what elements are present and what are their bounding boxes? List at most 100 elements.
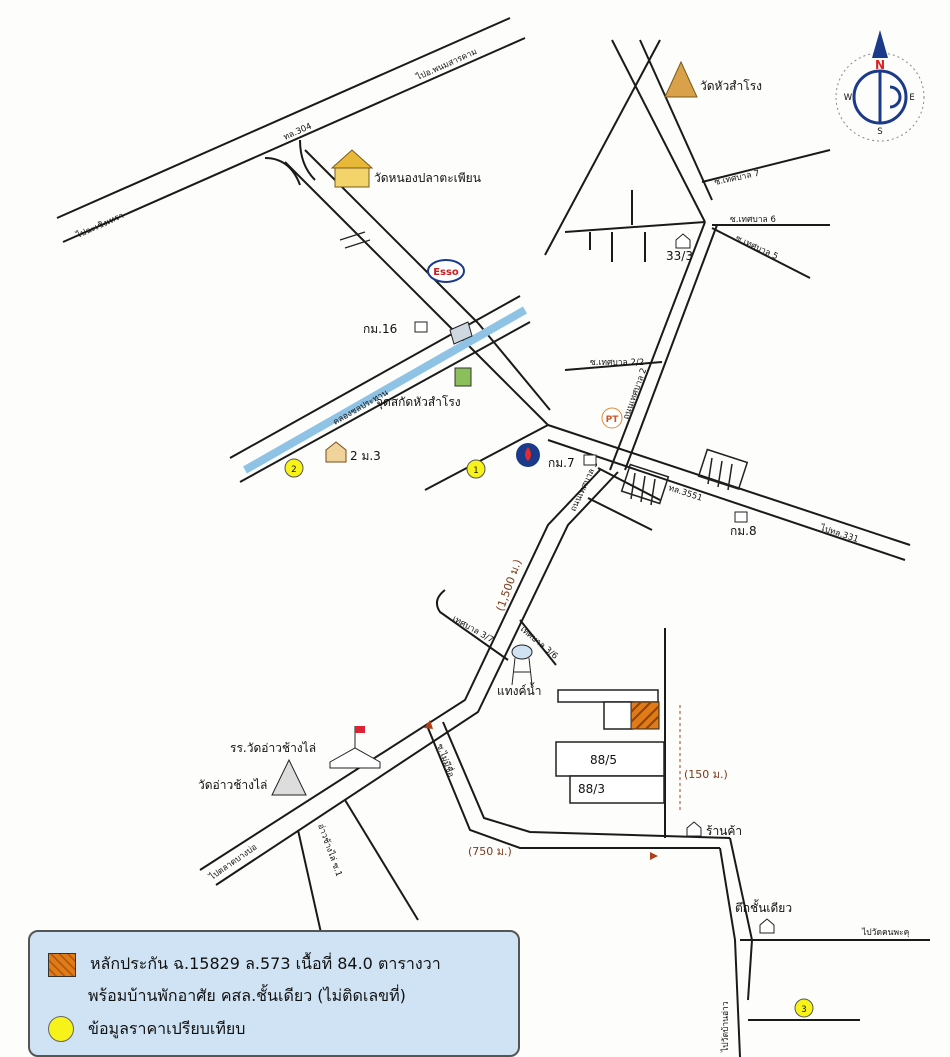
ao-chang-lai-soi-edge [344, 799, 419, 921]
house-icon [675, 233, 691, 249]
small-soi [589, 190, 646, 262]
soi-tessaban-7 [701, 149, 831, 183]
km-post-icon [583, 454, 597, 466]
house-2-m3-label: 2 ม.3 [350, 449, 381, 463]
water-tower-icon [511, 644, 533, 686]
collateral-hatch [630, 701, 660, 730]
map-legend: หลักประกัน ฉ.15829 ล.573 เนื้อที่ 84.0 ต… [28, 930, 520, 1057]
soi-tessaban-5 [711, 227, 811, 279]
legend-row-collateral-2: พร้อมบ้านพักอาศัย คสล.ชั้นเดียว (ไม่ติดเ… [48, 984, 406, 1009]
canal [243, 306, 527, 474]
km-post-icon [734, 511, 748, 523]
road-label-tessaban-6: ซ.เทศบาล 6 [730, 215, 776, 225]
school-icon [329, 726, 381, 769]
road-label-tessaban-2: ถนนเทศบาล 2 [621, 367, 649, 421]
road-to-wat-ban-ao [719, 847, 741, 1057]
water-tower-label: แทงค์น้ำ [497, 682, 541, 698]
canal-bank [239, 321, 531, 483]
arrow [424, 720, 433, 729]
compass-rose: N S E W [835, 30, 925, 142]
collateral-swatch [48, 952, 76, 977]
no-name-soi-edge [442, 721, 731, 839]
km7-label: กม.7 [548, 456, 575, 470]
road-label-tessaban-5: ซ.เทศบาล 5 [734, 234, 780, 262]
road-label-khon-phakhu: ไปวัดคนพะคุ [861, 927, 909, 938]
north-arrow-icon [872, 30, 888, 58]
crosswalk-north [697, 448, 749, 491]
hwy-3551-road-edge [547, 439, 906, 561]
tessaban-3-road-edge [215, 471, 619, 886]
shop-label: ร้านค้า [706, 824, 742, 838]
soi-tessaban-2-2 [564, 361, 663, 371]
pt-label: PT [606, 415, 620, 425]
tessaban-3-6 [519, 619, 557, 666]
main-road [457, 334, 549, 426]
tessaban-2-road [609, 221, 706, 471]
temple-icon [330, 149, 374, 188]
legend-comparable-text: ข้อมูลราคาเปรียบเทียบ [88, 1018, 246, 1038]
svg-text:3: 3 [801, 1005, 806, 1015]
road-label-chachoengsao: ไปฉะเชิงเทรา [74, 210, 126, 241]
legend-row-collateral: หลักประกัน ฉ.15829 ล.573 เนื้อที่ 84.0 ต… [48, 952, 441, 977]
temple-icon [271, 758, 307, 796]
hwy-304-road [56, 17, 511, 219]
tessaban-2-road-edge [624, 224, 718, 471]
bridge-mark [339, 231, 371, 249]
legend-collateral-text: หลักประกัน ฉ.15829 ล.573 เนื้อที่ 84.0 ต… [90, 954, 441, 973]
house-icon [686, 821, 702, 837]
km8-label: กม.8 [730, 524, 757, 538]
no-name-soi [427, 727, 720, 849]
road-label-tessaban-7: ซ.เทศบาล 7 [714, 169, 761, 188]
checkpoint-label: จุดสกัดหัวสำโรง [376, 395, 461, 410]
checkpoint-icon [454, 367, 472, 387]
soi-west [564, 221, 706, 233]
house-33-3-label: 33/3 [666, 249, 693, 263]
wat-ao-chang-lai-label: วัดอ่าวช้างไล่ [198, 778, 267, 792]
single-storey-label: ตึกชั้นเดียว [735, 899, 792, 915]
road-northwest [544, 39, 661, 256]
comparable-marker-2: 2 [284, 458, 304, 478]
distance-750: (750 ม.) [468, 845, 512, 858]
hwy-304-road-edge [62, 37, 526, 243]
legend-collateral-text-2: พร้อมบ้านพักอาศัย คสล.ชั้นเดียว (ไม่ติดเ… [88, 986, 406, 1005]
main-road-edge [304, 149, 479, 324]
road-north [611, 39, 706, 223]
road-south-stub [587, 467, 661, 531]
comparable-marker-1: 1 [466, 459, 486, 479]
km-post-icon [414, 321, 428, 333]
road-to-wat-ban-ao-edge [729, 837, 754, 1001]
house-icon [325, 441, 347, 463]
distance-150: (150 ม.) [684, 768, 728, 781]
svg-text:1: 1 [473, 466, 478, 476]
tessaban-3-road [199, 469, 601, 871]
house-icon [759, 918, 775, 934]
comparable-swatch [48, 1016, 74, 1042]
main-road [284, 161, 459, 336]
wat-nong-pla-label: วัดหนองปลาตะเพียน [374, 171, 481, 185]
compass-e: E [909, 93, 914, 103]
house-88-3: 88/3 [578, 782, 605, 796]
tessaban-3-7 [435, 589, 509, 661]
comparable-marker-3: 3 [794, 998, 814, 1018]
temple-icon [664, 60, 698, 98]
junction-curve [264, 157, 301, 186]
road-label-304: ทล.304 [282, 122, 313, 143]
compass-w: W [844, 93, 853, 103]
main-road-edge [477, 322, 551, 411]
road-southwest [424, 424, 549, 491]
house-88-5: 88/5 [590, 753, 617, 767]
road-label-3-7: เทศบาล 3/7 [451, 614, 496, 645]
plot-lots [555, 689, 665, 804]
km16-label: กม.16 [363, 322, 397, 336]
svg-text:2: 2 [291, 465, 296, 475]
arrow [650, 852, 658, 860]
esso-label: Esso [433, 267, 459, 278]
road-label-ao-chang-lai: อ่าวช้างไล่ ซ.1 [315, 822, 344, 878]
school-label: รร.วัดอ่าวช้างไล่ [230, 741, 316, 755]
road-label-wat-ban-ao: ไปวัดบ้านอ่าว [720, 1001, 731, 1053]
canal-bank [229, 295, 521, 459]
road-label-tessaban-2-2: ซ.เทศบาล 2/2 [590, 358, 644, 368]
compass-n: N [875, 58, 885, 72]
legend-row-comparable: ข้อมูลราคาเปรียบเทียบ [48, 1016, 245, 1042]
